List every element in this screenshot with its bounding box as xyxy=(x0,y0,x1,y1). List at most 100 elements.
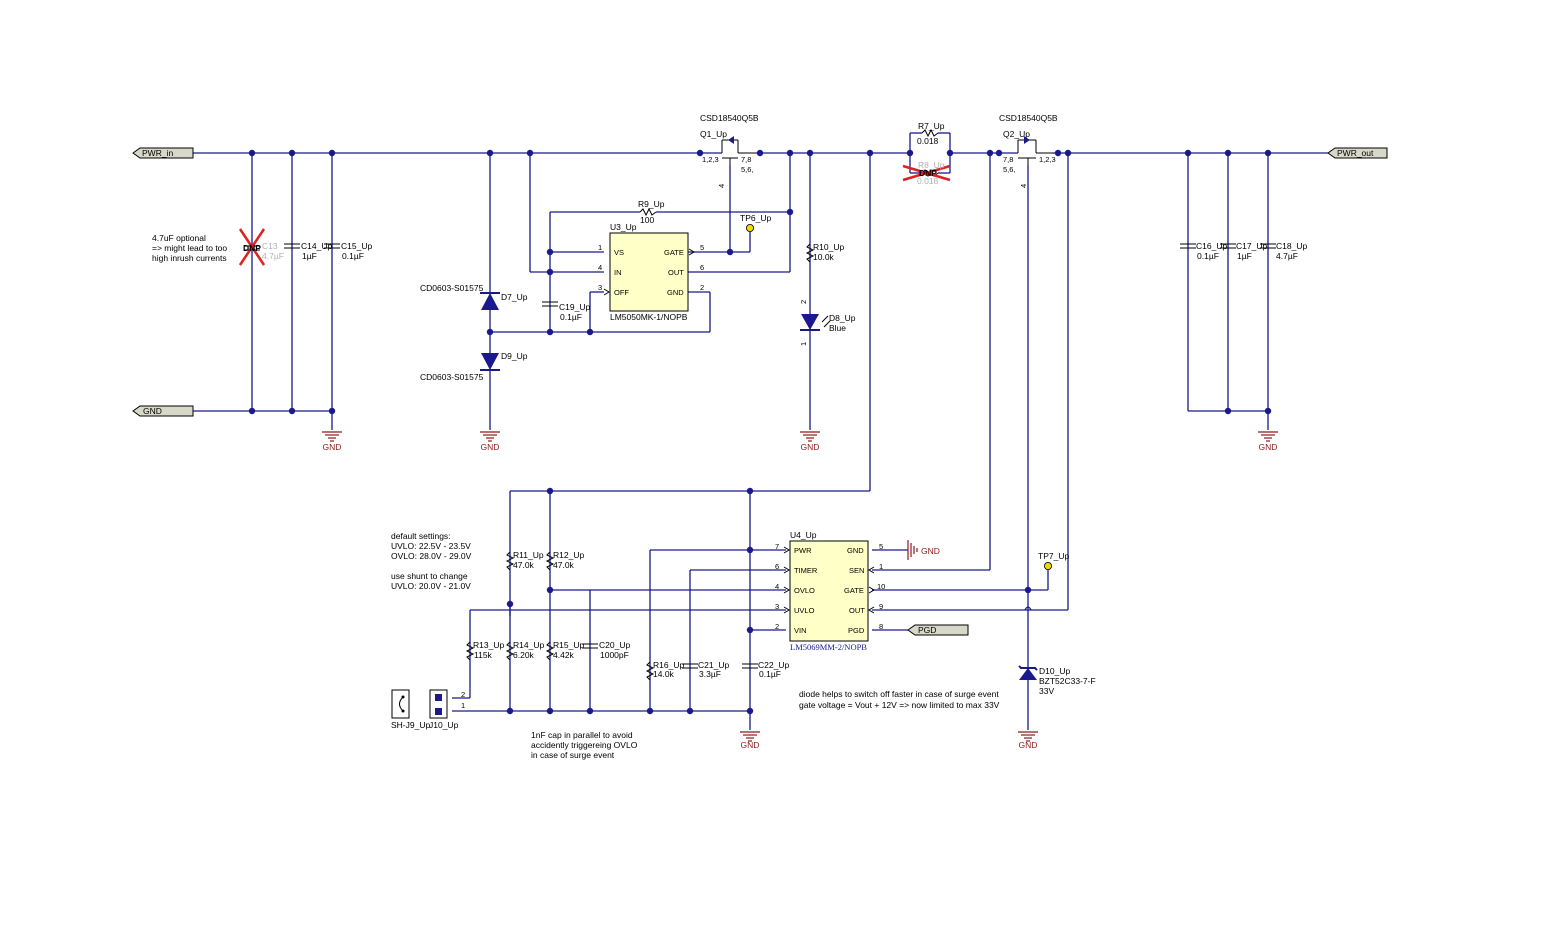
note-diode: diode helps to switch off faster in case… xyxy=(799,689,1000,710)
svg-text:C20_Up: C20_Up xyxy=(599,640,630,650)
ground-symbol-c22: GND xyxy=(740,731,760,750)
led-d8: D8_Up Blue 2 1 xyxy=(799,300,856,346)
svg-text:3: 3 xyxy=(775,602,779,611)
svg-text:1,2,3: 1,2,3 xyxy=(1039,155,1056,164)
svg-text:R14_Up: R14_Up xyxy=(513,640,544,650)
svg-text:R11_Up: R11_Up xyxy=(513,550,544,560)
svg-text:in case of surge event: in case of surge event xyxy=(531,750,615,760)
svg-text:C13: C13 xyxy=(262,241,278,251)
svg-text:PGD: PGD xyxy=(848,626,865,635)
svg-text:TIMER: TIMER xyxy=(794,566,818,575)
resistor-r10: R10_Up 10.0k xyxy=(805,242,844,263)
svg-text:accidently triggereing OVLO: accidently triggereing OVLO xyxy=(531,740,638,750)
ground-symbol-c18: GND xyxy=(1258,431,1278,452)
svg-text:7,8: 7,8 xyxy=(741,155,751,164)
svg-text:gate voltage = Vout + 12V => n: gate voltage = Vout + 12V => now limited… xyxy=(799,700,1000,710)
svg-text:1µF: 1µF xyxy=(1237,251,1252,261)
svg-text:7: 7 xyxy=(775,542,779,551)
zener-d10: D10_Up BZT52C33-7-F 33V xyxy=(1018,665,1096,696)
svg-text:use shunt to change: use shunt to change xyxy=(391,571,468,581)
svg-text:GND: GND xyxy=(847,546,864,555)
svg-text:47.0k: 47.0k xyxy=(513,560,535,570)
wire-crossing xyxy=(1024,606,1032,611)
svg-text:0.1µF: 0.1µF xyxy=(759,669,781,679)
svg-text:4.7uF optional: 4.7uF optional xyxy=(152,233,206,243)
svg-text:DNP: DNP xyxy=(243,243,261,253)
svg-text:C21_Up: C21_Up xyxy=(698,660,729,670)
svg-text:OUT: OUT xyxy=(668,268,684,277)
svg-text:CD0603-S01575: CD0603-S01575 xyxy=(420,372,484,382)
svg-text:GND: GND xyxy=(323,442,342,452)
svg-text:UVLO: UVLO xyxy=(794,606,815,615)
svg-text:3: 3 xyxy=(598,283,602,292)
svg-text:0.018: 0.018 xyxy=(917,176,939,186)
svg-text:2: 2 xyxy=(461,690,465,699)
svg-text:0.1µF: 0.1µF xyxy=(560,312,582,322)
svg-text:CD0603-S01575: CD0603-S01575 xyxy=(420,283,484,293)
ground-symbol-d10: GND xyxy=(1018,731,1038,750)
svg-text:6: 6 xyxy=(775,562,779,571)
svg-text:R7_Up: R7_Up xyxy=(918,121,945,131)
svg-text:1: 1 xyxy=(598,243,602,252)
svg-text:PWR_in: PWR_in xyxy=(142,148,173,158)
svg-text:GATE: GATE xyxy=(844,586,864,595)
note-settings: default settings: UVLO: 22.5V - 23.5V OV… xyxy=(391,531,472,561)
svg-text:5: 5 xyxy=(700,243,704,252)
svg-text:OVLO: 28.0V - 29.0V: OVLO: 28.0V - 29.0V xyxy=(391,551,472,561)
svg-text:4: 4 xyxy=(775,582,779,591)
svg-text:GND: GND xyxy=(667,288,684,297)
svg-text:VIN: VIN xyxy=(794,626,807,635)
capacitor-c22: C22_Up 0.1µF xyxy=(742,660,789,679)
svg-text:47.0k: 47.0k xyxy=(553,560,575,570)
capacitor-c14: C14_Up 1µF xyxy=(284,241,332,261)
svg-text:U4_Up: U4_Up xyxy=(790,530,817,540)
svg-text:R16_Up: R16_Up xyxy=(653,660,684,670)
mosfet-q1: CSD18540Q5B Q1_Up 1,2,3 7,8 5,6, 4 xyxy=(700,113,759,188)
svg-text:5,6,: 5,6, xyxy=(1003,165,1016,174)
svg-text:GND: GND xyxy=(481,442,500,452)
svg-text:OVLO: OVLO xyxy=(794,586,815,595)
svg-text:4.7µF: 4.7µF xyxy=(262,251,284,261)
svg-text:GND: GND xyxy=(801,442,820,452)
svg-text:OFF: OFF xyxy=(614,288,629,297)
svg-text:SEN: SEN xyxy=(849,566,864,575)
svg-text:CSD18540Q5B: CSD18540Q5B xyxy=(700,113,759,123)
svg-text:LM5050MK-1/NOPB: LM5050MK-1/NOPB xyxy=(610,312,688,322)
note-cap: 1nF cap in parallel to avoid accidently … xyxy=(531,730,638,760)
svg-text:PWR_out: PWR_out xyxy=(1337,148,1374,158)
svg-text:SH-J9_Up: SH-J9_Up xyxy=(391,720,430,730)
svg-text:U3_Up: U3_Up xyxy=(610,222,637,232)
jumper-j10: 2 1 J10_Up xyxy=(429,689,465,730)
capacitor-c15: C15_Up 0.1µF xyxy=(324,241,372,261)
diode-d9: D9_Up CD0603-S01575 xyxy=(420,351,528,382)
svg-text:14.0k: 14.0k xyxy=(653,669,675,679)
svg-text:1µF: 1µF xyxy=(302,251,317,261)
svg-text:GND: GND xyxy=(1019,740,1038,750)
junctions xyxy=(248,149,1272,715)
svg-text:IN: IN xyxy=(614,268,622,277)
svg-text:6.20k: 6.20k xyxy=(513,650,535,660)
svg-text:GND: GND xyxy=(741,740,760,750)
svg-text:TP7_Up: TP7_Up xyxy=(1038,551,1069,561)
testpoint-tp7: TP7_Up xyxy=(1038,551,1069,571)
svg-text:=> might lead to too: => might lead to too xyxy=(152,243,227,253)
capacitor-c18: C18_Up 4.7µF xyxy=(1260,241,1307,261)
svg-text:4: 4 xyxy=(717,184,726,188)
capacitor-c13: DNP C13 4.7µF xyxy=(238,228,284,266)
ground-symbol-c15: GND xyxy=(322,431,342,452)
svg-text:2: 2 xyxy=(799,300,808,304)
note-inrush: 4.7uF optional => might lead to too high… xyxy=(152,233,227,263)
port-pgd: PGD xyxy=(907,624,969,636)
port-pwr-out: PWR_out xyxy=(1327,147,1388,159)
svg-text:6: 6 xyxy=(700,263,704,272)
svg-text:7,8: 7,8 xyxy=(1003,155,1013,164)
svg-text:10.0k: 10.0k xyxy=(813,252,835,262)
capacitor-c21: C21_Up 3.3µF xyxy=(682,660,729,679)
svg-text:33V: 33V xyxy=(1039,686,1054,696)
svg-text:C18_Up: C18_Up xyxy=(1276,241,1307,251)
svg-text:4: 4 xyxy=(598,263,602,272)
svg-text:D9_Up: D9_Up xyxy=(501,351,528,361)
svg-text:R15_Up: R15_Up xyxy=(553,640,584,650)
svg-text:1000pF: 1000pF xyxy=(600,650,629,660)
